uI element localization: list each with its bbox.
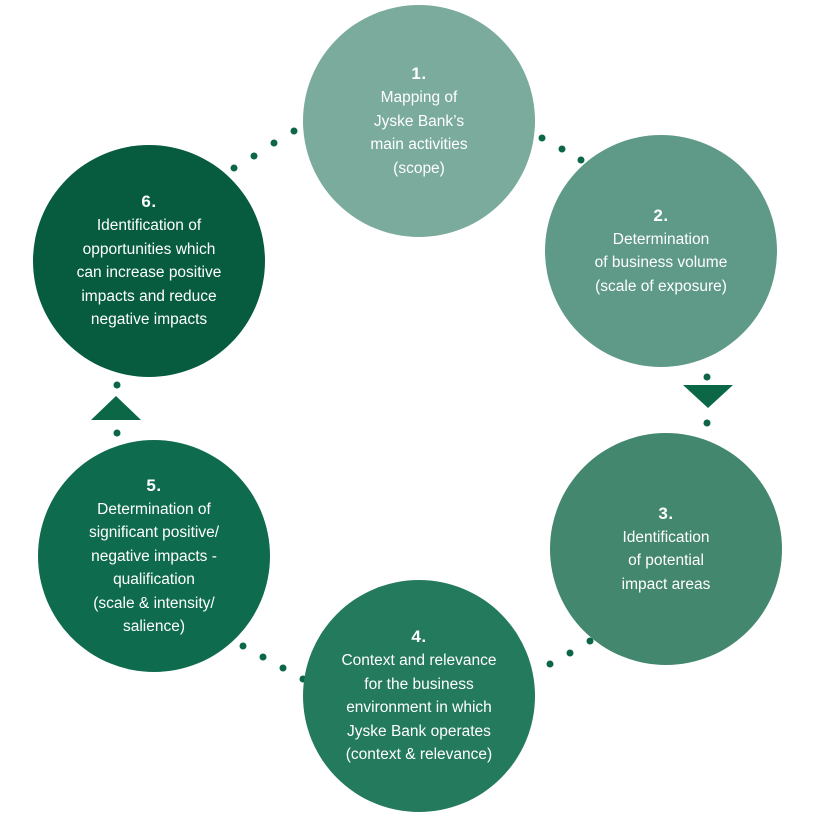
connector-dot <box>566 649 574 657</box>
connector-dot <box>558 145 566 153</box>
connector-3-to-4 <box>546 637 594 668</box>
connector-1-to-2 <box>538 134 585 164</box>
connector-dot <box>290 127 298 135</box>
connector-dot <box>250 152 258 160</box>
connector-5-to-6 <box>91 381 141 437</box>
connector-dot <box>279 664 287 672</box>
connector-dot <box>113 429 121 437</box>
connector-dot <box>577 156 585 164</box>
connector-dot <box>546 660 554 668</box>
step-number: 5. <box>146 475 162 495</box>
step-number: 4. <box>411 627 427 647</box>
connector-2-to-3 <box>683 373 733 427</box>
step-label: Identification of potential impact areas <box>621 528 711 593</box>
up-arrow-icon <box>91 396 141 420</box>
connector-dot <box>239 642 247 650</box>
connector-6-to-1 <box>230 127 298 172</box>
down-arrow-icon <box>683 385 733 408</box>
connector-dot <box>113 381 121 389</box>
step-number: 2. <box>653 205 669 225</box>
step-4-context-relevance-circle: 4. Context and relevance for the busines… <box>303 580 535 812</box>
connector-dot <box>270 139 278 147</box>
connector-dot <box>703 373 711 381</box>
step-1-mapping-circle: 1. Mapping of Jyske Bank’s main activiti… <box>303 5 535 237</box>
step-label: Context and relevance for the business e… <box>341 652 497 764</box>
step-number: 3. <box>658 503 674 523</box>
step-5-significant-impacts-circle: 5. Determination of significant positive… <box>38 440 270 672</box>
connector-dot <box>259 653 267 661</box>
connector-dot <box>586 637 594 645</box>
step-label: Mapping of Jyske Bank’s main activities … <box>370 89 468 177</box>
step-number: 1. <box>411 64 427 83</box>
step-label: Determination of significant positive/ n… <box>88 500 220 636</box>
connector-4-to-5 <box>239 642 307 683</box>
connector-dot <box>703 419 711 427</box>
connector-dot <box>538 134 546 142</box>
step-number: 6. <box>141 192 157 212</box>
step-6-opportunities-circle: 6. Identification of opportunities which… <box>33 145 265 377</box>
step-3-impact-areas-circle: 3. Identification of potential impact ar… <box>550 433 782 665</box>
connector-dot <box>230 164 238 172</box>
step-2-business-volume-circle: 2. Determination of business volume (sca… <box>545 135 777 367</box>
step-label: Determination of business volume (scale … <box>594 230 728 295</box>
step-label: Identification of opportunities which ca… <box>76 217 222 329</box>
